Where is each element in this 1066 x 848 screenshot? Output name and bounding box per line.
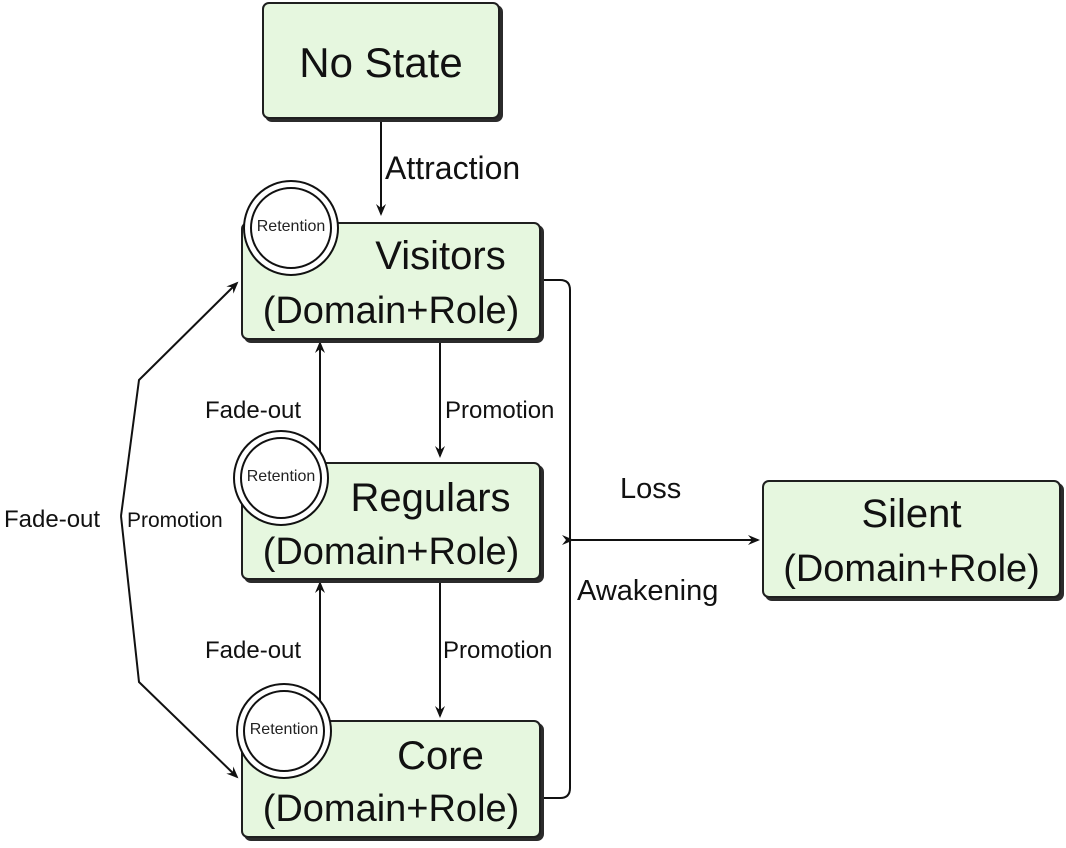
- core-title: Core: [397, 734, 484, 778]
- outer-fade-out-promotion-upper-arrow: [120, 281, 239, 517]
- visitors-retention-label: Retention: [256, 218, 326, 235]
- regulars-node: Regulars (Domain+Role): [241, 462, 541, 580]
- silent-title: Silent: [861, 492, 962, 536]
- right-bracket-connector: [540, 279, 571, 799]
- promotion-visitors-regulars-label: Promotion: [445, 397, 555, 424]
- visitors-subtitle: (Domain+Role): [262, 290, 520, 332]
- visitors-node: Visitors (Domain+Role): [241, 222, 541, 340]
- regulars-retention-badge: Retention: [233, 430, 329, 526]
- no-state-node: No State: [262, 2, 500, 119]
- attraction-label: Attraction: [385, 150, 521, 186]
- awakening-label: Awakening: [577, 575, 719, 607]
- core-subtitle: (Domain+Role): [262, 788, 520, 830]
- no-state-title: No State: [299, 39, 463, 86]
- fade-out-regulars-visitors-label: Fade-out: [205, 397, 302, 424]
- core-node: Core (Domain+Role): [241, 720, 541, 838]
- visitors-title: Visitors: [375, 234, 506, 278]
- regulars-retention-label: Retention: [246, 468, 316, 485]
- promotion-regulars-core-label: Promotion: [443, 637, 553, 664]
- regulars-subtitle: (Domain+Role): [262, 531, 520, 573]
- loss-label: Loss: [620, 473, 682, 505]
- outer-promotion-label: Promotion: [127, 509, 223, 532]
- silent-subtitle: (Domain+Role): [783, 548, 1040, 590]
- regulars-title: Regulars: [350, 476, 511, 520]
- outer-fade-out-label: Fade-out: [4, 506, 101, 533]
- visitors-retention-badge: Retention: [243, 180, 339, 276]
- silent-node: Silent (Domain+Role): [762, 480, 1061, 598]
- core-retention-badge: Retention: [236, 683, 332, 779]
- fade-out-core-regulars-label: Fade-out: [205, 637, 302, 664]
- outer-fade-out-promotion-lower-arrow: [120, 515, 239, 779]
- core-retention-label: Retention: [249, 721, 319, 738]
